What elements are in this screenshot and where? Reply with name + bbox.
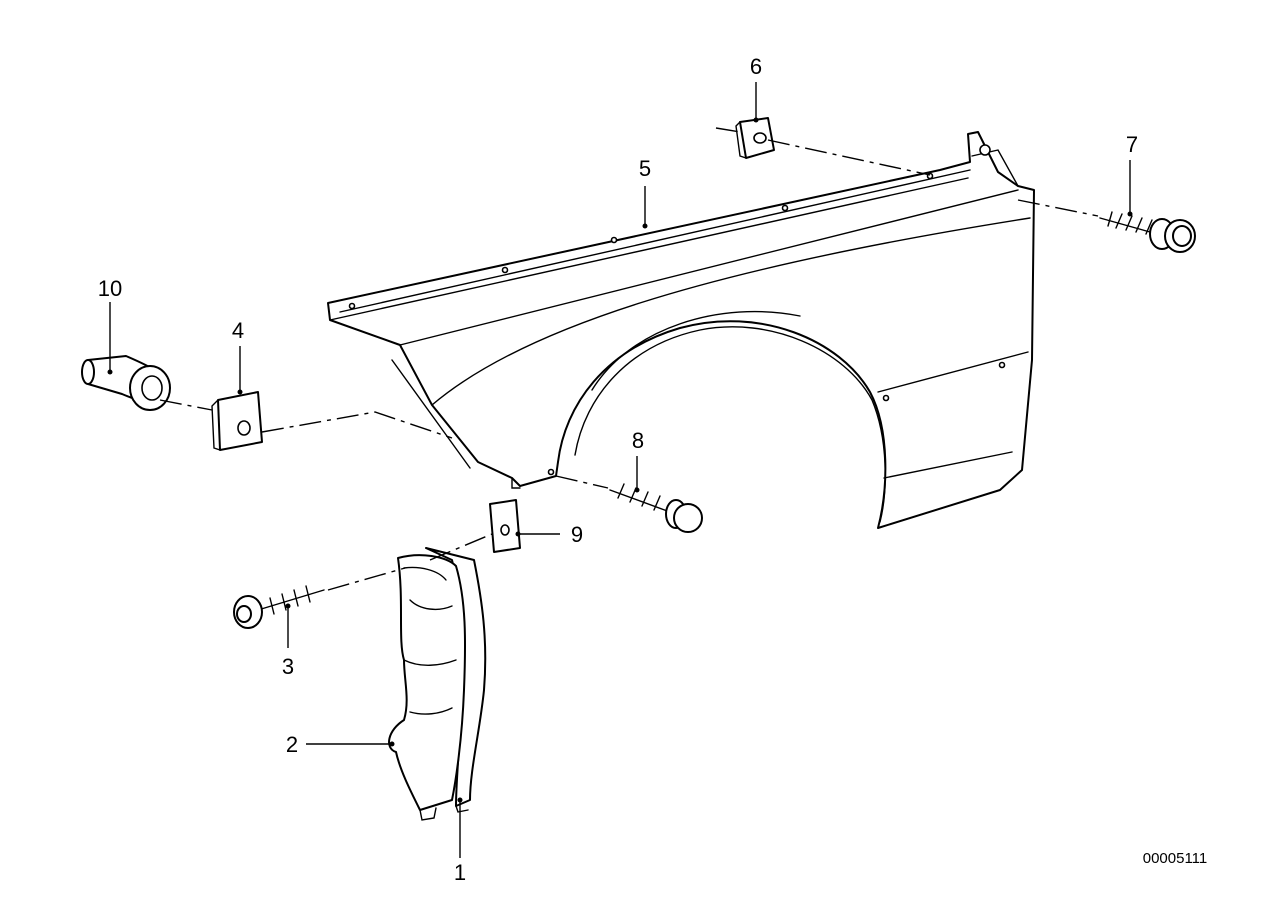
- screw-right: [1099, 211, 1196, 253]
- leader-lines: [107, 82, 1133, 858]
- callout-8: 8: [632, 428, 644, 453]
- rubber-grommet: [81, 355, 171, 411]
- callout-3: 3: [282, 654, 294, 679]
- fender-part: [327, 131, 1035, 529]
- callout-9: 9: [571, 522, 583, 547]
- wheel-arch-cover: [388, 547, 487, 821]
- callout-7: 7: [1126, 132, 1138, 157]
- callout-1: 1: [454, 860, 466, 885]
- callouts: 1 2 3 4 5 6 7 8 9 10: [98, 54, 1138, 885]
- document-number: 00005111: [1143, 850, 1208, 867]
- clip-nut-small: [489, 499, 521, 553]
- callout-6: 6: [750, 54, 762, 79]
- callout-10: 10: [98, 276, 122, 301]
- callout-2: 2: [286, 732, 298, 757]
- callout-5: 5: [639, 156, 651, 181]
- assembly-lines: [159, 127, 1099, 591]
- clip-nut-top: [735, 117, 775, 159]
- clip-nut-left: [211, 391, 263, 451]
- callout-4: 4: [232, 318, 244, 343]
- screw-left: [233, 585, 325, 629]
- screw-middle: [609, 483, 703, 533]
